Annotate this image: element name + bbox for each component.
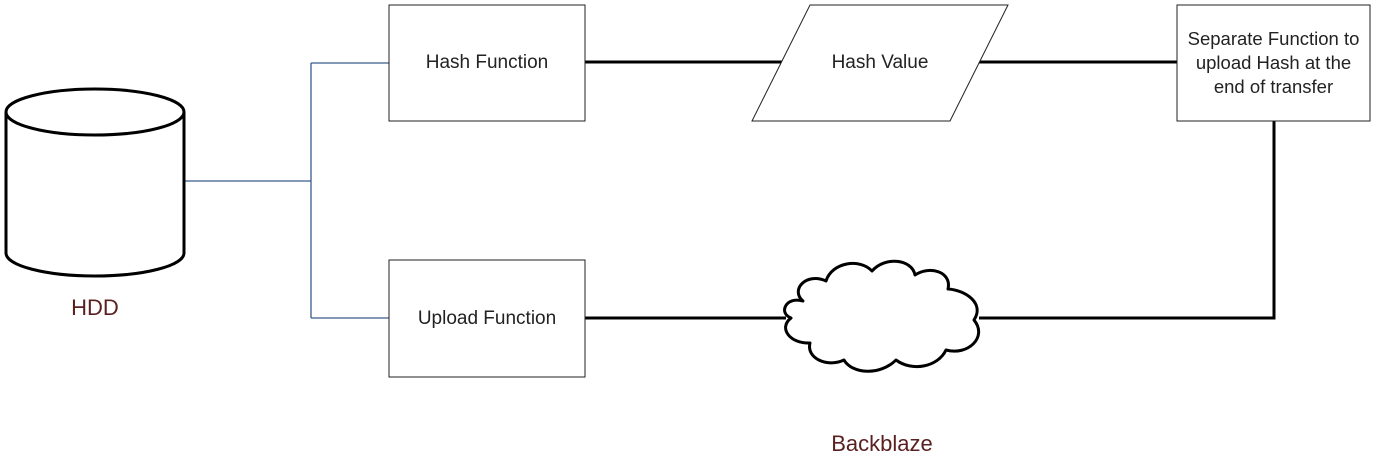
branch-connectors: [184, 62, 389, 319]
hdd-cylinder-icon: [4, 87, 186, 278]
hash-value-parallelogram: [751, 4, 1009, 122]
hash-function-box: [388, 4, 586, 122]
upload-function-box: [388, 259, 586, 378]
separate-function-box: [1176, 4, 1371, 122]
edge-separate-function-to-backblaze: [979, 121, 1276, 320]
backblaze-label: Backblaze: [831, 431, 933, 457]
backblaze-cloud-icon: [783, 259, 981, 373]
hash-function-label: Hash Function: [425, 52, 549, 74]
separate-function-label: Separate Function to upload Hash at the …: [1187, 27, 1360, 98]
hdd-label: HDD: [71, 295, 119, 321]
main-connectors: [585, 60, 1276, 320]
upload-function-label: Upload Function: [417, 307, 557, 329]
hash-value-label: Hash Value: [831, 52, 929, 74]
